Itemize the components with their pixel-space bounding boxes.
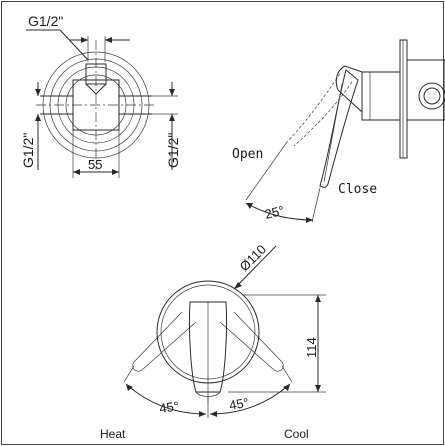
rotation-angle-dimensions: 45° 45° <box>123 365 293 418</box>
front-view-valve-body <box>36 40 156 170</box>
diameter-callout: Ø110 <box>233 242 277 290</box>
side-view-mixer <box>286 39 445 188</box>
close-label: Close <box>338 182 377 197</box>
thread-label-right: G1/2" <box>165 133 181 168</box>
height-dim-label: 114 <box>304 337 319 358</box>
thread-callout-right: G1/2" <box>152 82 181 170</box>
height-dimension: 114 <box>228 294 326 393</box>
thread-callout-left: G1/2" <box>20 82 41 170</box>
thread-callout-top: G1/2" <box>26 13 130 62</box>
swing-angle-dimension: 25° <box>245 141 321 223</box>
front-view-mixer <box>132 280 284 404</box>
open-label: Open <box>232 147 263 162</box>
angle-right-label: 45° <box>228 395 250 413</box>
thread-label-top: G1/2" <box>28 13 63 29</box>
swing-angle-label: 25° <box>263 203 286 222</box>
angle-left-label: 45° <box>158 398 180 416</box>
width-dimension: 55 <box>72 130 120 178</box>
heat-label: Heat <box>100 427 126 441</box>
thread-label-left: G1/2" <box>20 133 36 168</box>
width-dim-label: 55 <box>88 157 102 172</box>
cool-label: Cool <box>284 427 309 441</box>
